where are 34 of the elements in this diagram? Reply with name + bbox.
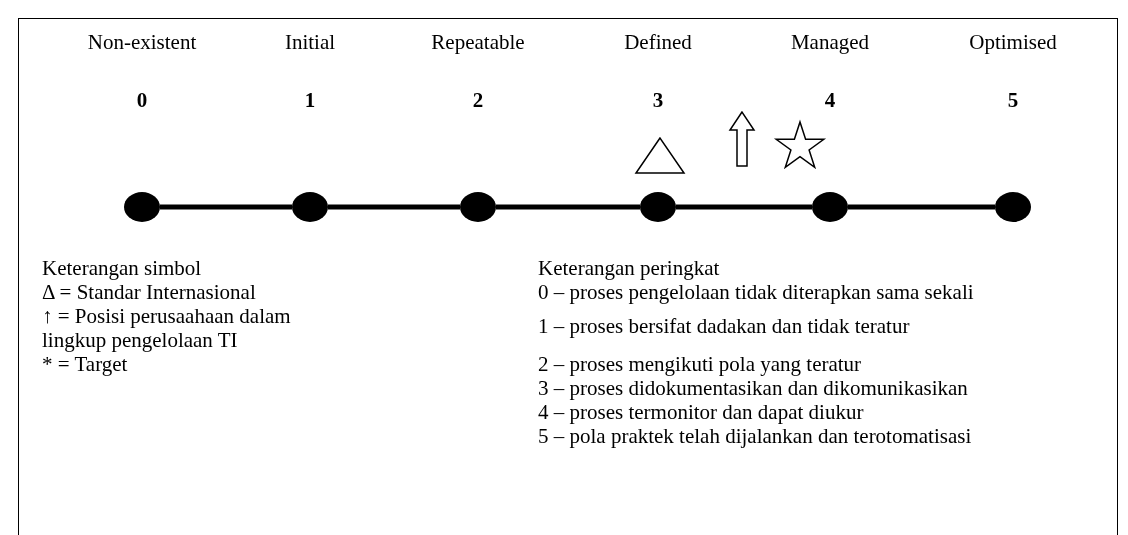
scale-line — [676, 204, 812, 210]
legend-heading: Keterangan simbol — [42, 256, 203, 280]
level-number: 5 — [1007, 88, 1019, 113]
level-name: Repeatable — [431, 30, 525, 55]
level-name: Defined — [624, 30, 692, 55]
level-name: Optimised — [969, 30, 1057, 55]
level-dot — [292, 192, 328, 222]
level-dot — [812, 192, 848, 222]
level-name: Managed — [790, 30, 870, 55]
legend-text: Δ = Standar Internasional — [42, 280, 257, 304]
level-dot — [995, 192, 1031, 222]
level-number: 0 — [136, 88, 148, 113]
legend-text: 3 – proses didokumentasikan dan dikomunikasikan — [538, 376, 969, 400]
scale-line — [160, 204, 292, 210]
legend-text: 0 – proses pengelolaan tidak diterapkan sama sekali — [538, 280, 975, 304]
level-name: Initial — [284, 30, 336, 55]
legend-text: * = Target — [42, 352, 129, 376]
scale-line — [496, 204, 640, 210]
legend-text: ↑ = Posisi perusaahaan dalam lingkup pengelolaan TI — [42, 304, 292, 352]
level-dot — [640, 192, 676, 222]
level-name: Non-existent — [87, 30, 197, 55]
legend-text: 1 – proses bersifat dadakan dan tidak teratur — [538, 314, 911, 338]
level-dot — [124, 192, 160, 222]
legend-heading: Keterangan peringkat — [538, 256, 721, 280]
level-number: 4 — [824, 88, 836, 113]
level-dot — [460, 192, 496, 222]
level-number: 2 — [472, 88, 484, 113]
legend-text: 2 – proses mengikuti pola yang teratur — [538, 352, 863, 376]
level-number: 3 — [652, 88, 664, 113]
scale-line — [848, 204, 995, 210]
legend-text: 5 – pola praktek telah dijalankan dan terotomatisasi — [538, 424, 973, 448]
level-number: 1 — [304, 88, 316, 113]
scale-line — [328, 204, 460, 210]
legend-text: 4 – proses termonitor dan dapat diukur — [538, 400, 865, 424]
